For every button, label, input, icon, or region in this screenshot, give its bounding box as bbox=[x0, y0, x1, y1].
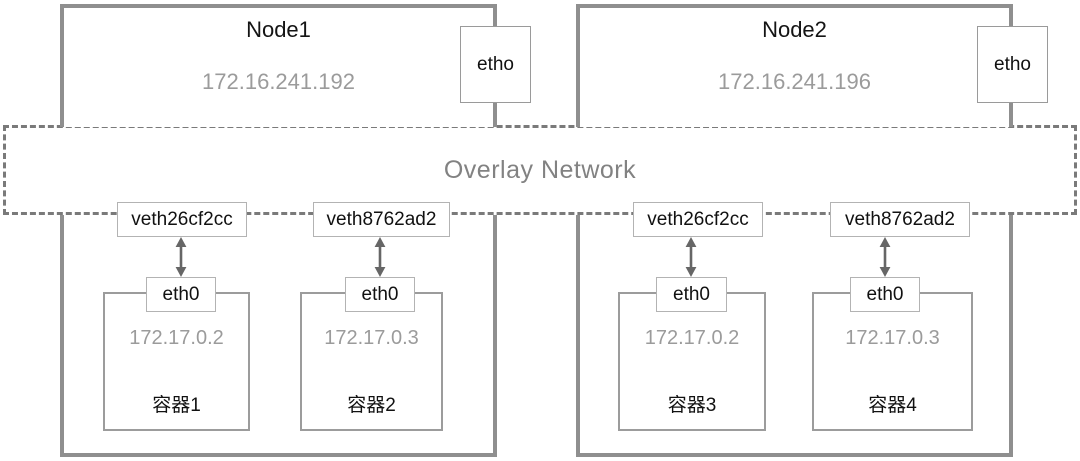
node2-ip: 172.16.241.196 bbox=[718, 69, 871, 94]
veth-box-node1-container2: veth8762ad2 bbox=[313, 202, 450, 237]
veth-box-node2-container4: veth8762ad2 bbox=[830, 202, 970, 237]
veth-box-node2-container3: veth26cf2cc bbox=[633, 202, 763, 237]
container2-ip: 172.17.0.3 bbox=[324, 327, 419, 349]
overlay-network-band: Overlay Network bbox=[3, 125, 1077, 215]
container2-box: 172.17.0.3 容器2 bbox=[300, 292, 443, 431]
container3-box: 172.17.0.2 容器3 bbox=[618, 292, 766, 431]
eth0-box-container1: eth0 bbox=[146, 277, 216, 312]
container1-label: 容器1 bbox=[152, 395, 201, 416]
container4-label: 容器4 bbox=[868, 395, 917, 416]
eth0-box-container3: eth0 bbox=[656, 277, 727, 312]
node2-etho-box: etho bbox=[977, 26, 1048, 103]
bidirectional-arrow-icon bbox=[879, 237, 891, 277]
bidirectional-arrow-icon bbox=[374, 237, 386, 277]
container1-box: 172.17.0.2 容器1 bbox=[103, 292, 250, 431]
veth-box-node1-container1: veth26cf2cc bbox=[117, 202, 247, 237]
bidirectional-arrow-icon bbox=[175, 237, 187, 277]
overlay-network-label: Overlay Network bbox=[443, 155, 637, 184]
container4-box: 172.17.0.3 容器4 bbox=[812, 292, 973, 431]
container3-ip: 172.17.0.2 bbox=[644, 327, 740, 349]
node1-host-box: Node1 172.16.241.192 bbox=[60, 4, 497, 127]
node1-title: Node1 bbox=[246, 17, 311, 42]
node2-title: Node2 bbox=[762, 17, 827, 42]
bidirectional-arrow-icon bbox=[685, 237, 697, 277]
container2-label: 容器2 bbox=[347, 395, 396, 416]
node2-host-box: Node2 172.16.241.196 bbox=[576, 4, 1013, 127]
container4-ip: 172.17.0.3 bbox=[845, 327, 940, 349]
container3-label: 容器3 bbox=[667, 395, 717, 416]
node1-etho-box: etho bbox=[460, 26, 531, 103]
eth0-box-container4: eth0 bbox=[850, 277, 920, 312]
container1-ip: 172.17.0.2 bbox=[129, 327, 224, 349]
node1-ip: 172.16.241.192 bbox=[202, 69, 355, 94]
eth0-box-container2: eth0 bbox=[345, 277, 415, 312]
